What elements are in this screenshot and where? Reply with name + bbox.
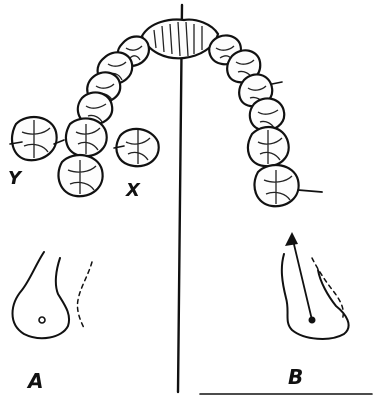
label-x: X <box>125 180 141 201</box>
arrow-head <box>285 232 298 246</box>
tooth-x <box>114 129 159 166</box>
midline <box>178 5 182 392</box>
tooth-left-molar-1 <box>66 118 107 156</box>
tooth-right-premolar-2 <box>250 98 284 130</box>
incisor-block <box>142 20 218 59</box>
label-b: B <box>288 365 303 389</box>
ramus-sketch-b <box>282 232 349 339</box>
tooth-y <box>10 117 64 160</box>
tooth-left-molar-2 <box>58 155 102 196</box>
arrow-shaft <box>292 236 312 320</box>
left-arch-teeth <box>10 37 159 197</box>
ramus-sketch-a <box>13 252 93 338</box>
right-arch-teeth <box>209 35 322 206</box>
label-a: A <box>26 369 43 393</box>
label-y: Y <box>8 168 23 189</box>
tooth-right-molar-1 <box>248 127 289 166</box>
tooth-right-molar-2 <box>254 165 322 206</box>
